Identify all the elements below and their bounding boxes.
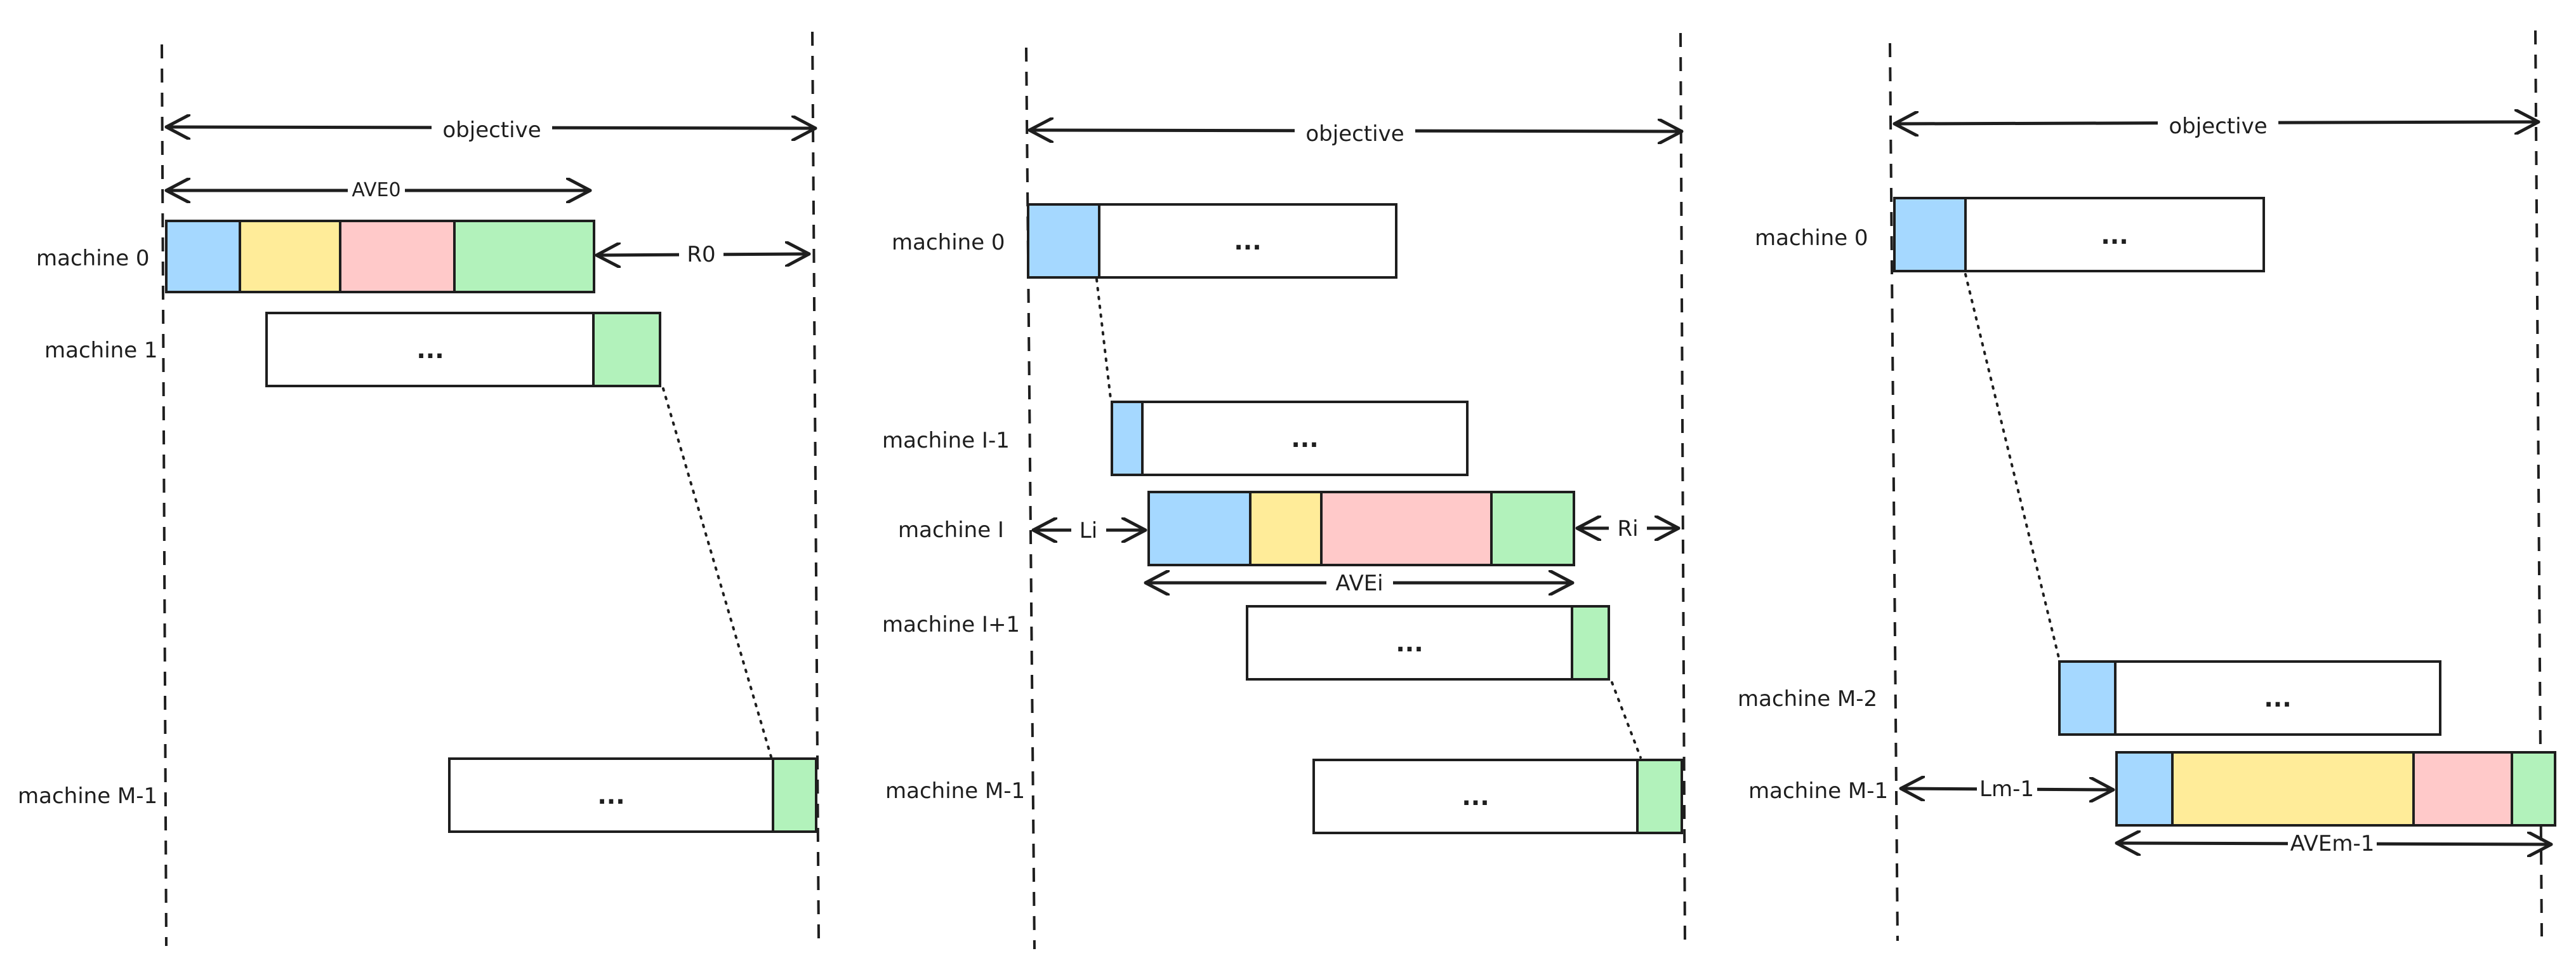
panel2-mm1-white-block (1312, 759, 1639, 834)
panel3-machine-m2-label: machine M-2 (1738, 686, 1877, 712)
panel2-ave-label: AVEi (1335, 571, 1383, 596)
panel2-machine-i-plus-1-label: machine I+1 (882, 612, 1020, 637)
panel2-ip1-ellipsis: ... (1396, 629, 1423, 657)
panel2-ri-label-bg (1609, 516, 1647, 542)
panel1-mm1-green-job (772, 757, 817, 833)
panel1-r-label: R0 (687, 242, 715, 267)
panel2-ip1-green-job (1571, 605, 1610, 681)
panel3-mm1-green-job (2511, 751, 2556, 827)
panel1-left-boundary (161, 44, 168, 947)
panel-3: objective machine 0 ... machine M-2 ... … (1738, 30, 2556, 942)
panel2-li-label-bg (1071, 517, 1106, 544)
panel2-machine-m1-label: machine M-1 (885, 778, 1025, 804)
panel3-mm2-blue-job (2058, 660, 2117, 736)
panel1-mm1-ellipsis: ... (597, 782, 624, 809)
panel2-li-label: Li (1080, 518, 1097, 543)
panel2-mm1-ellipsis: ... (1462, 783, 1489, 811)
panel2-machine-0-label: machine 0 (892, 230, 1005, 255)
panel1-r-label-bg (679, 240, 723, 268)
panel1-m0-red-job (339, 220, 456, 293)
panel2-ip1-white-block (1246, 605, 1573, 681)
panel2-left-boundary (1025, 47, 1036, 950)
panel3-m0-blue-job (1893, 197, 1967, 272)
panel3-left-boundary (1889, 43, 1899, 942)
panel2-machine-i-minus-1-label: machine I-1 (882, 428, 1010, 453)
panel3-m0-white-block (1964, 197, 2265, 272)
panel2-i-blue-job (1147, 491, 1252, 566)
panel3-mm2-white-block (2114, 660, 2441, 736)
panel2-im1-ellipsis: ... (1291, 425, 1318, 453)
panel3-machine-0-label: machine 0 (1755, 225, 1868, 251)
panel3-objective-label-bg (2158, 110, 2278, 138)
panel1-ave-label: AVE0 (352, 179, 400, 201)
panel3-l-label-bg (1977, 776, 2037, 802)
panel3-ave-label-bg (2288, 830, 2377, 857)
panel1-objective-label-bg (432, 114, 552, 142)
panel1-m0-blue-job (165, 220, 241, 293)
panel1-machine-1-label: machine 1 (44, 338, 158, 363)
panel1-m1-ellipsis: ... (416, 336, 444, 364)
panel2-objective-label: objective (1305, 121, 1404, 147)
panel2-machine-i-label: machine I (898, 517, 1004, 543)
panel3-l-label: Lm-1 (1979, 776, 2034, 802)
panel2-m0-ellipsis: ... (1234, 227, 1261, 255)
panel2-i-red-job (1320, 491, 1493, 566)
panel1-machine-0-label: machine 0 (36, 246, 150, 271)
panel2-m0-blue-job (1027, 203, 1100, 279)
panel3-machine-m1-label: machine M-1 (1748, 778, 1888, 804)
panel3-mm2-ellipsis: ... (2264, 684, 2291, 712)
panel-2: objective machine 0 ... machine I-1 ... … (882, 32, 1686, 950)
panel1-m1-white-block (265, 312, 595, 387)
panel2-mm1-green-job (1636, 759, 1683, 834)
panel2-i-green-job (1490, 491, 1575, 566)
panel2-i-yellow-job (1249, 491, 1323, 566)
panel3-mm1-red-job (2412, 751, 2513, 827)
panel2-ri-label: Ri (1617, 516, 1638, 542)
panel1-objective-label: objective (442, 117, 541, 143)
panel1-mm1-white-block (448, 757, 774, 833)
panel1-m0-green-job (453, 220, 595, 293)
panel3-objective-label: objective (2169, 114, 2267, 139)
panel2-dotted-connector-bottom (1611, 681, 1642, 759)
panel-1: objective AVE0 machine 0 R0 machine 1 ..… (18, 31, 820, 947)
panel1-dotted-connector (662, 387, 772, 758)
panel3-mm1-blue-job (2115, 751, 2174, 827)
panel1-right-boundary (811, 31, 820, 940)
panel2-dotted-connector-top (1095, 278, 1112, 400)
panel3-m0-ellipsis: ... (2101, 222, 2128, 250)
panel1-machine-m1-label: machine M-1 (18, 783, 157, 809)
panel2-objective-label-bg (1295, 118, 1415, 146)
panel1-ave-label-bg (348, 180, 405, 199)
panel3-mm1-yellow-job (2171, 751, 2415, 827)
panel1-m0-yellow-job (239, 220, 341, 293)
panel3-dotted-connector (1964, 273, 2061, 662)
panel2-m0-white-block (1098, 203, 1397, 279)
panel1-m1-green-job (592, 312, 661, 387)
panel3-ave-label: AVEm-1 (2290, 831, 2375, 856)
panel2-ave-label-bg (1326, 570, 1393, 597)
panel2-im1-blue-job (1111, 401, 1144, 476)
panel2-im1-white-block (1141, 401, 1469, 476)
panel2-right-boundary (1679, 32, 1686, 945)
